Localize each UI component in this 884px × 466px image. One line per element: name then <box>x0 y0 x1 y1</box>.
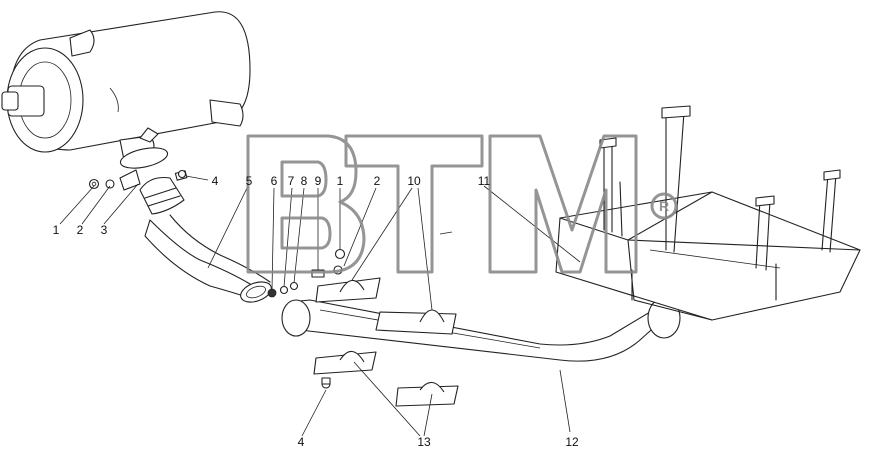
callout-4: 4 <box>212 174 219 188</box>
callout-1: 1 <box>53 223 60 237</box>
clamp-13b <box>395 381 459 407</box>
clamp-13a <box>313 350 377 375</box>
exhaust-pipe <box>281 297 681 362</box>
callout-12: 12 <box>565 435 579 449</box>
washer-2a <box>105 179 115 189</box>
bolt-4b <box>321 377 331 389</box>
callout-3: 3 <box>101 223 108 237</box>
leader-lines <box>59 175 581 437</box>
callout-4b: 4 <box>298 435 305 449</box>
callout-13: 13 <box>417 435 431 449</box>
callout-7: 7 <box>288 174 295 188</box>
clamp-hose-assembly <box>119 147 185 215</box>
callout-1b: 1 <box>337 174 344 188</box>
bolt-4a <box>174 169 188 181</box>
registered-mark: R <box>659 198 669 214</box>
mounting-tray <box>555 105 861 321</box>
washer-8 <box>289 281 299 291</box>
btm-watermark-logo: R <box>246 134 678 274</box>
callout-8: 8 <box>301 174 308 188</box>
nut-1b <box>334 248 346 260</box>
bracket-10b <box>375 309 457 335</box>
callout-5: 5 <box>246 174 253 188</box>
callout-2b: 2 <box>374 174 381 188</box>
callout-2: 2 <box>77 223 84 237</box>
callouts: 1 2 3 4 5 6 7 8 9 1 2 10 11 12 13 4 <box>53 174 579 449</box>
flexible-pipe <box>144 214 272 303</box>
callout-6: 6 <box>271 174 278 188</box>
callout-10: 10 <box>407 174 421 188</box>
nut-1a <box>88 178 100 190</box>
callout-9: 9 <box>315 174 322 188</box>
muffler <box>1 11 251 161</box>
washer-7 <box>279 285 289 295</box>
callout-11: 11 <box>478 174 491 188</box>
bracket-10a <box>315 277 381 303</box>
nut-6 <box>267 288 277 298</box>
